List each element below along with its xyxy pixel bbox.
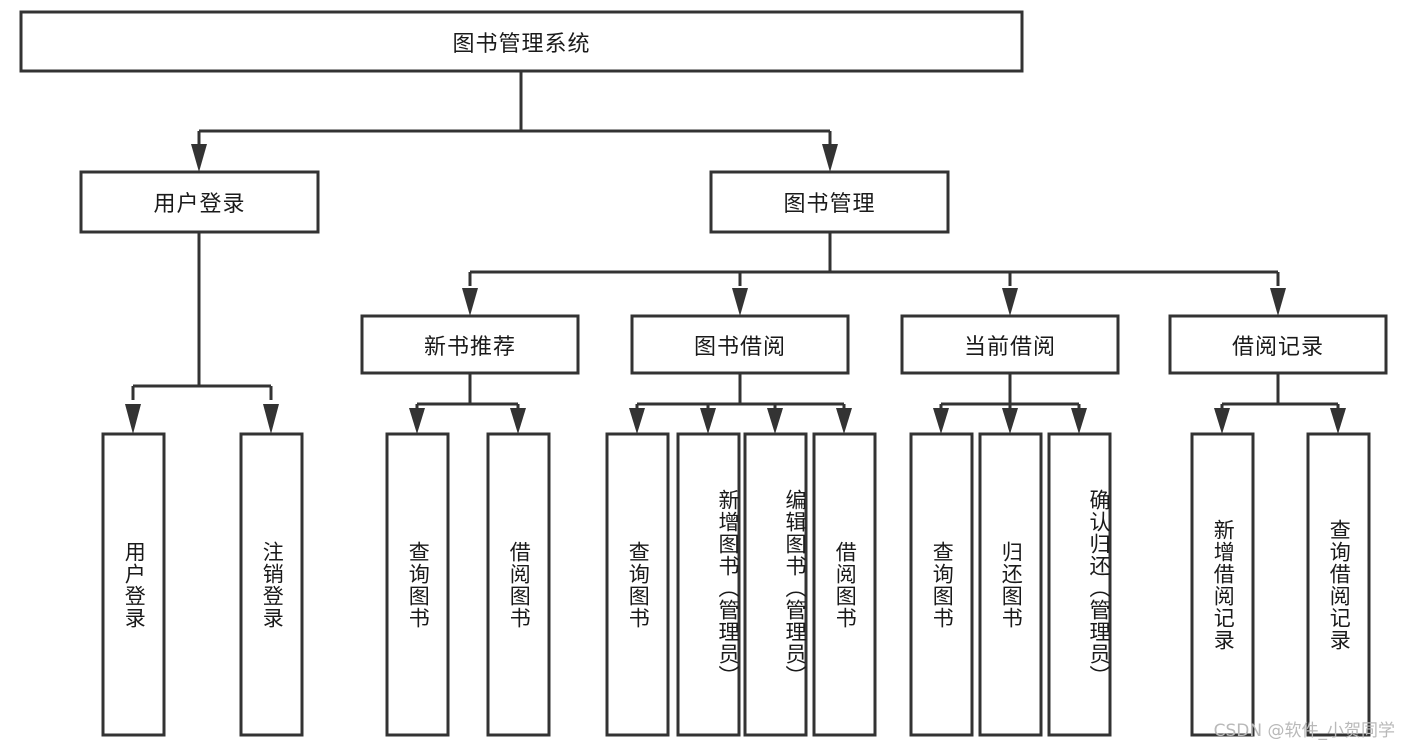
node-leaf-query-book-b[interactable] [605,432,670,737]
arrow-to-leaf-confirm-return [1071,408,1087,434]
node-leaf-borrow-book-b[interactable] [812,432,877,737]
connector-user-login-to-leaves [125,232,279,434]
connector-root-to-level2 [191,71,838,172]
node-new-book-rec[interactable] [360,314,580,375]
arrow-to-leaf-return-book [1002,408,1018,434]
node-leaf-user-login[interactable] [101,432,166,737]
node-leaf-add-book[interactable] [676,432,741,737]
node-book-manage[interactable] [709,170,950,234]
node-leaf-logout[interactable] [239,432,304,737]
arrow-to-leaf-add-book [700,408,716,434]
watermark-text: CSDN @软件_小贺同学 [1213,721,1395,741]
node-root[interactable] [19,10,1024,73]
node-leaf-query-record[interactable] [1306,432,1371,737]
node-book-borrow[interactable] [630,314,850,375]
node-leaf-edit-book[interactable] [743,432,808,737]
node-leaf-return-book[interactable] [978,432,1043,737]
arrow-to-borrow-record [1270,288,1286,316]
node-leaf-confirm-return[interactable] [1047,432,1112,737]
node-current-borrow[interactable] [900,314,1120,375]
arrow-to-leaf-user-login [125,404,141,434]
connector-borrow-record-to-leaves [1214,373,1346,434]
arrow-to-leaf-edit-book [767,408,783,434]
connector-current-borrow-to-leaves [933,373,1087,434]
arrow-to-leaf-add-record [1214,408,1230,434]
arrow-to-user-login [191,144,207,172]
arrow-to-book-borrow [732,288,748,316]
arrow-to-new-book-rec [462,288,478,316]
node-leaf-query-book-c[interactable] [909,432,974,737]
node-leaf-query-book-a[interactable] [385,432,450,737]
arrow-to-leaf-borrow-book-a [510,408,526,434]
arrow-to-leaf-query-book-b [629,408,645,434]
node-borrow-record[interactable] [1168,314,1388,375]
arrow-to-leaf-logout [263,404,279,434]
node-user-login[interactable] [79,170,320,234]
arrow-to-current-borrow [1002,288,1018,316]
connector-book-manage-to-level3 [462,232,1286,316]
arrow-to-leaf-query-record [1330,408,1346,434]
arrow-to-leaf-query-book-a [409,408,425,434]
node-leaf-borrow-book-a[interactable] [486,432,551,737]
connector-new-book-rec-to-leaves [409,373,526,434]
arrow-to-book-manage [822,144,838,172]
arrow-to-leaf-query-book-c [933,408,949,434]
connector-book-borrow-to-leaves [629,373,852,434]
node-leaf-add-record[interactable] [1190,432,1255,737]
arrow-to-leaf-borrow-book-b [836,408,852,434]
